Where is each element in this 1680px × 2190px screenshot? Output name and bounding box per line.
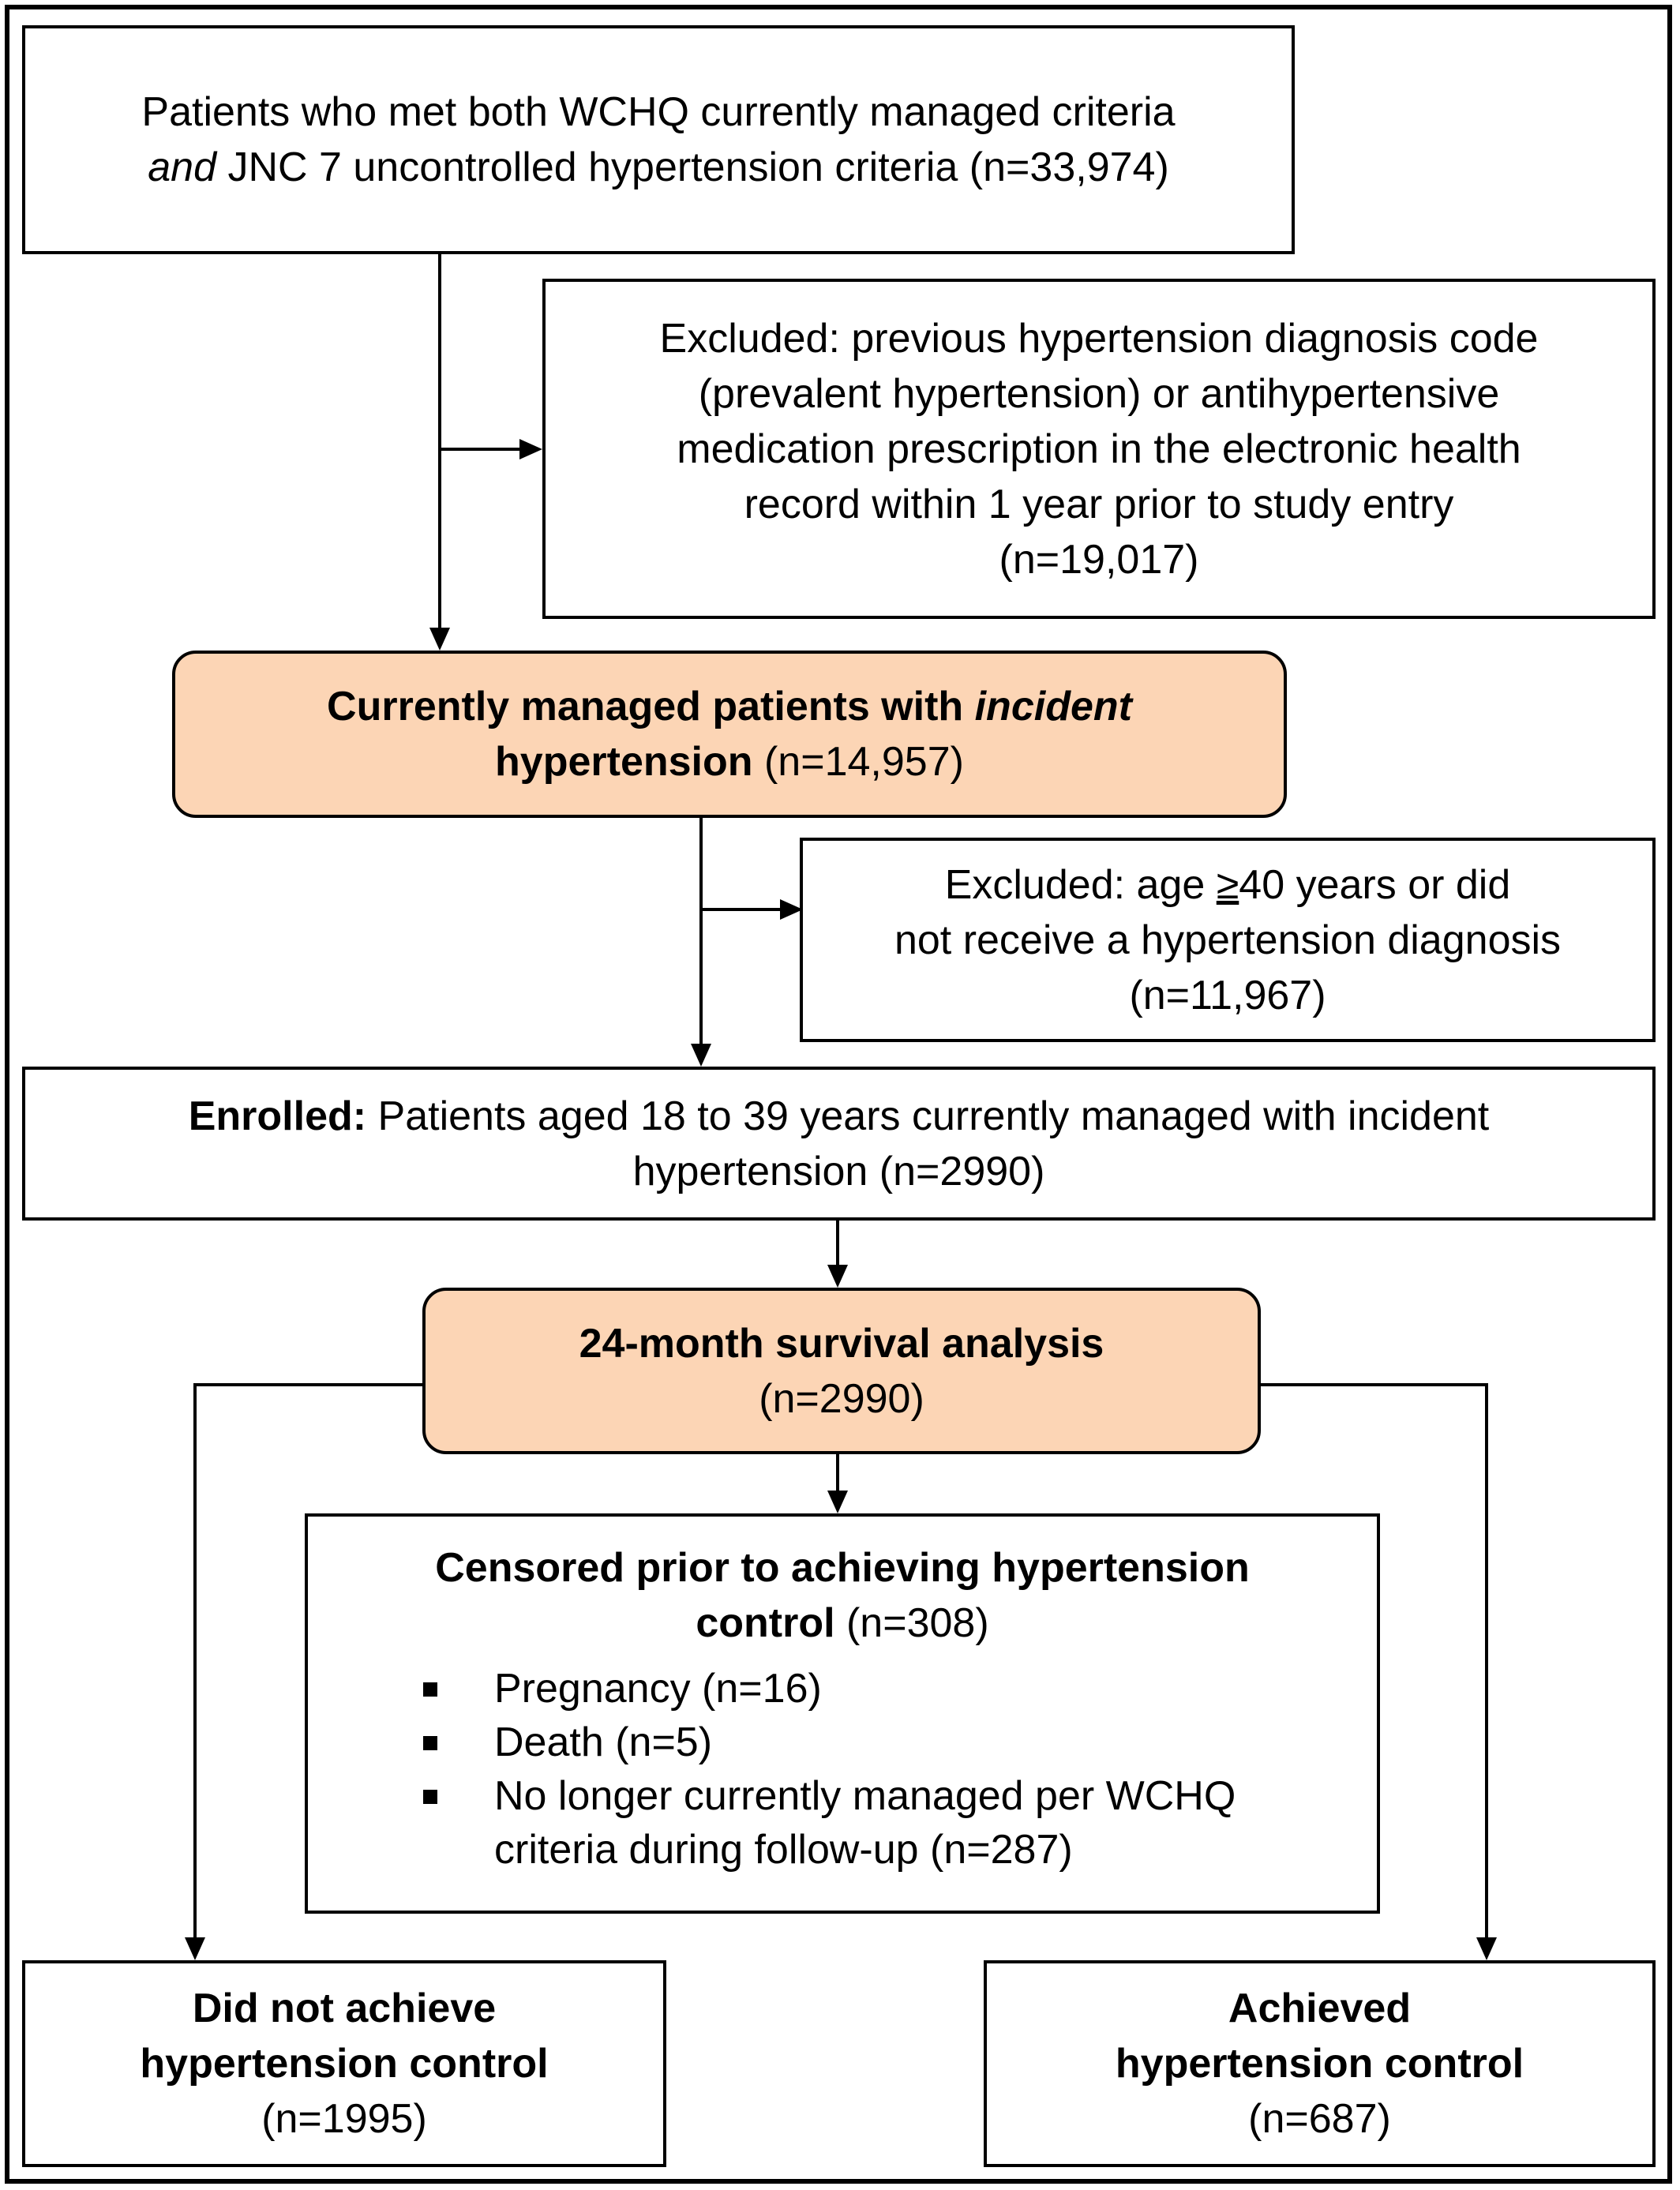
censored-reason-no-longer-managed-text: No longer currently managed per WCHQ [494, 1773, 1236, 1819]
enrolled-line1: Enrolled: Patients aged 18 to 39 years c… [189, 1089, 1490, 1144]
arrowhead-achieved [1476, 1937, 1497, 1960]
censored-reason-no-longer-managed-text2: criteria during follow-up (n=287) [494, 1827, 1073, 1873]
excluded-age-box: Excluded: age ≥40 years or did not recei… [800, 838, 1656, 1042]
initial-cohort-line2-rest: JNC 7 uncontrolled hypertension criteria… [216, 144, 1169, 190]
excluded-prevalent-line2: (prevalent hypertension) or antihyperten… [698, 370, 1500, 417]
censored-reason-pregnancy: Pregnancy (n=16) [423, 1662, 1236, 1716]
excluded-prevalent-box: Excluded: previous hypertension diagnosi… [542, 279, 1656, 619]
excluded-prevalent-line1: Excluded: previous hypertension diagnosi… [659, 315, 1539, 362]
incident-title-part2: hypertension [495, 739, 753, 785]
arrowhead-incident [429, 628, 450, 651]
bullet-square-icon [423, 1736, 437, 1750]
incident-title-italic: incident [974, 684, 1132, 729]
initial-cohort-line2: and JNC 7 uncontrolled hypertension crit… [148, 140, 1169, 195]
excluded-age-count: (n=11,967) [1129, 972, 1326, 1018]
incident-count: (n=14,957) [752, 739, 964, 785]
bullet-square-icon [423, 1790, 437, 1804]
excluded-age-line1: Excluded: age ≥40 years or did [945, 857, 1511, 913]
achieved-control-box: Achieved hypertension control (n=687) [984, 1960, 1656, 2167]
excluded-prevalent-line4: record within 1 year prior to study entr… [744, 481, 1454, 527]
diagram-frame [5, 5, 1672, 2184]
connector-survival-to-not-achieved [193, 1383, 424, 1937]
censored-title-control: control [696, 1600, 835, 1646]
enrolled-line2: hypertension (n=2990) [632, 1148, 1045, 1194]
initial-cohort-line1: Patients who met both WCHQ currently man… [141, 89, 1176, 135]
excluded-age-line2: not receive a hypertension diagnosis [894, 917, 1562, 963]
not-achieved-count: (n=1995) [261, 2096, 427, 2142]
arrowhead-survival [827, 1265, 848, 1288]
censored-reason-no-longer-managed: No longer currently managed per WCHQ crit… [423, 1769, 1236, 1877]
incident-title-line1: Currently managed patients with incident [327, 679, 1132, 734]
achieved-line2: hypertension control [1115, 2041, 1524, 2087]
survival-title: 24-month survival analysis [579, 1320, 1104, 1367]
achieved-line1: Achieved [1228, 1986, 1412, 2031]
censored-reason-death-text: Death (n=5) [494, 1719, 713, 1765]
greater-equal-symbol: ≥ [1216, 861, 1239, 908]
initial-cohort-and: and [148, 144, 216, 190]
not-achieved-control-box: Did not achieve hypertension control (n=… [22, 1960, 666, 2167]
incident-hypertension-box: Currently managed patients with incident… [172, 651, 1287, 818]
incident-title-line2: hypertension (n=14,957) [495, 734, 964, 789]
arrowhead-excluded2 [780, 899, 803, 920]
incident-title-part1: Currently managed patients with [327, 684, 975, 729]
bullet-square-icon [423, 1682, 437, 1697]
censored-title-line2: control (n=308) [696, 1596, 988, 1651]
censored-reason-pregnancy-text: Pregnancy (n=16) [494, 1666, 822, 1712]
censored-reason-death: Death (n=5) [423, 1716, 1236, 1769]
excluded-prevalent-line3: medication prescription in the electroni… [677, 426, 1521, 472]
censored-box: Censored prior to achieving hypertension… [305, 1513, 1380, 1914]
censored-title-line1: Censored prior to achieving hypertension [435, 1545, 1250, 1591]
censored-count: (n=308) [834, 1600, 989, 1646]
arrowhead-enrolled [691, 1044, 711, 1067]
not-achieved-line2: hypertension control [140, 2041, 549, 2087]
enrolled-box: Enrolled: Patients aged 18 to 39 years c… [22, 1067, 1656, 1221]
connector-survival-to-achieved [1259, 1383, 1488, 1937]
excluded-age-post: 40 years or did [1239, 861, 1511, 908]
excluded-prevalent-count: (n=19,017) [999, 536, 1199, 583]
achieved-count: (n=687) [1248, 2096, 1391, 2142]
arrowhead-not-achieved [185, 1937, 205, 1960]
initial-cohort-box: Patients who met both WCHQ currently man… [22, 25, 1295, 254]
enrolled-text: Patients aged 18 to 39 years currently m… [366, 1093, 1490, 1139]
survival-analysis-box: 24-month survival analysis (n=2990) [422, 1288, 1261, 1454]
enrolled-label: Enrolled: [188, 1093, 367, 1139]
not-achieved-line1: Did not achieve [192, 1986, 497, 2031]
arrowhead-excluded1 [519, 439, 542, 459]
censored-reasons-list: Pregnancy (n=16) Death (n=5) No longer c… [423, 1662, 1236, 1877]
survival-count: (n=2990) [759, 1375, 924, 1422]
excluded-age-pre: Excluded: age [944, 861, 1217, 908]
arrowhead-censored [827, 1491, 848, 1513]
